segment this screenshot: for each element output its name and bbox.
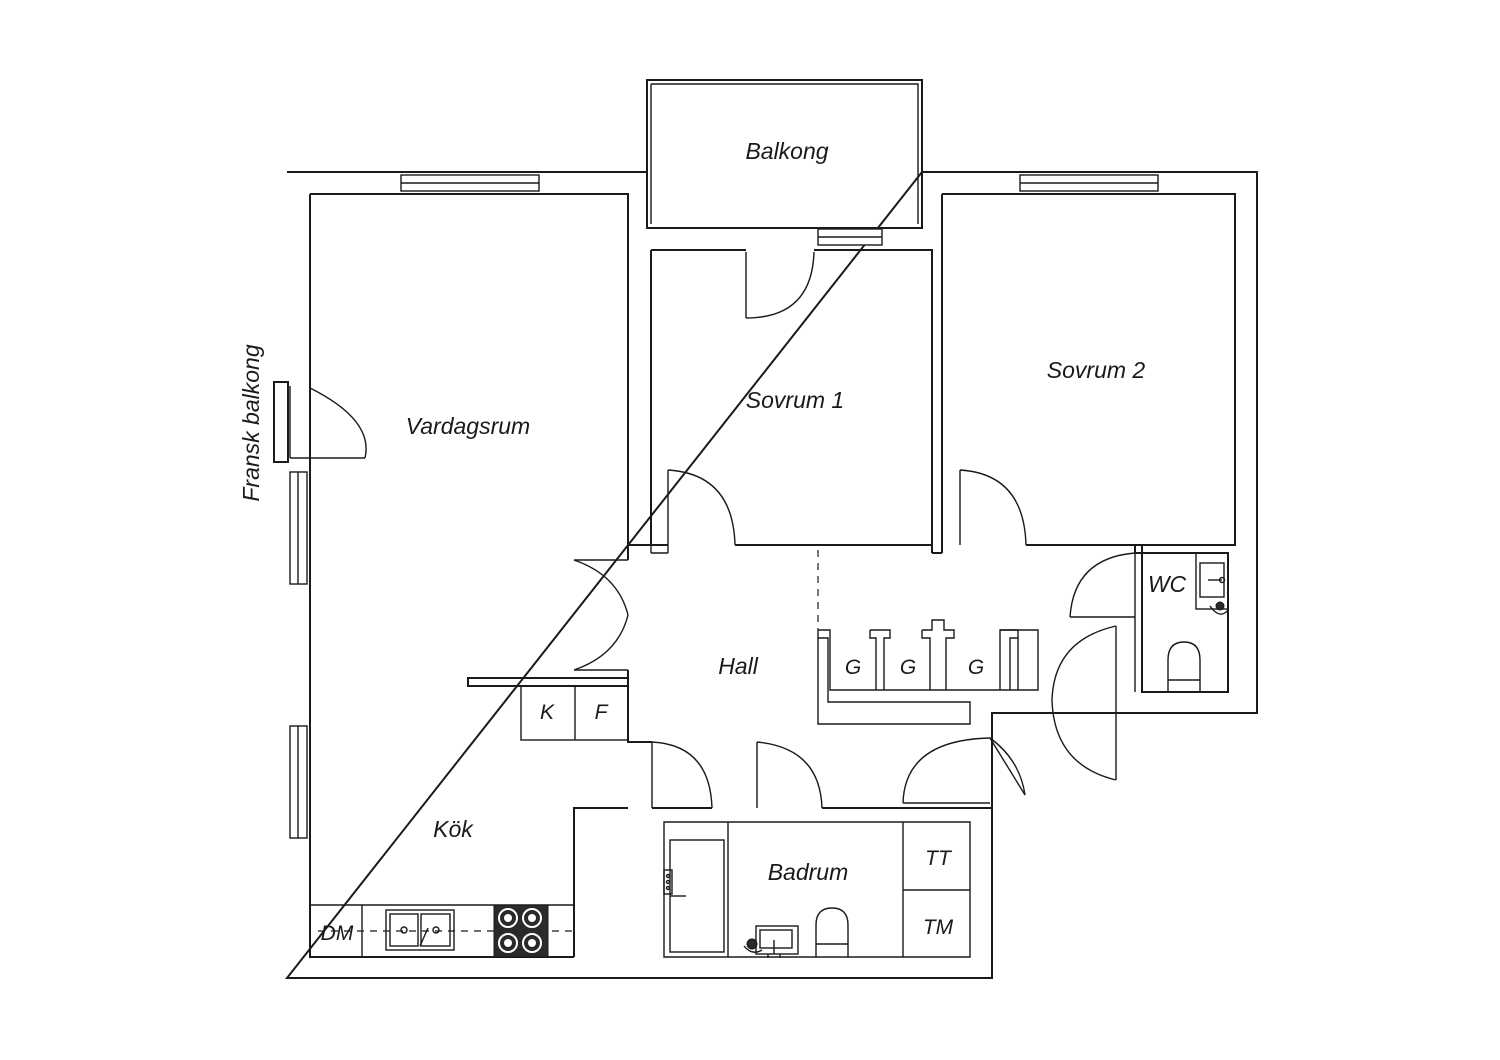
- door-entrance: [902, 737, 1026, 804]
- wardrobes: [817, 619, 1039, 725]
- bath-sink-icon: [743, 925, 799, 958]
- room-label-badrum: Badrum: [768, 859, 849, 885]
- room-label-wc: WC: [1148, 571, 1187, 597]
- doors: [573, 251, 1136, 809]
- shower-icon: [663, 839, 725, 953]
- windows: [289, 174, 1159, 839]
- fixture-label-tt: TT: [925, 847, 953, 870]
- balcony: [646, 79, 923, 229]
- bathroom: [663, 821, 971, 958]
- fixture-label-dm: DM: [321, 922, 354, 945]
- hall-walls: [627, 544, 1143, 809]
- sovrum1-walls: [650, 249, 933, 554]
- room-label-fransk-balkong: Fransk balkong: [238, 344, 264, 501]
- fixture-label-tm: TM: [923, 916, 954, 939]
- stove-icon: [493, 904, 549, 958]
- wc-sink-icon: [1195, 552, 1229, 615]
- wc-room: [1134, 552, 1229, 693]
- fixture-label-f: F: [595, 701, 609, 724]
- room-label-sovrum1: Sovrum 1: [746, 387, 844, 413]
- labels: Balkong Fransk balkong Vardagsrum Sovrum…: [238, 138, 1187, 945]
- room-label-kok: Kök: [433, 816, 474, 842]
- kitchen: [310, 677, 629, 958]
- fixture-label-g-1: G: [845, 656, 861, 679]
- double-door-vardagsrum: [573, 559, 629, 671]
- fixture-label-g-3: G: [968, 656, 984, 679]
- bath-toilet-icon: [815, 907, 849, 957]
- fixture-label-g-2: G: [900, 656, 916, 679]
- kitchen-sink-icon: [385, 909, 455, 951]
- door-closet: [1050, 625, 1118, 781]
- french-balcony: [273, 381, 367, 463]
- room-label-sovrum2: Sovrum 2: [1047, 357, 1146, 383]
- room-label-balkong: Balkong: [745, 138, 828, 164]
- room-label-vardagsrum: Vardagsrum: [406, 413, 530, 439]
- outer-walls: [284, 171, 1258, 979]
- room-label-hall: Hall: [718, 653, 759, 679]
- fixture-label-k: K: [540, 701, 555, 724]
- wc-toilet-icon: [1167, 641, 1201, 692]
